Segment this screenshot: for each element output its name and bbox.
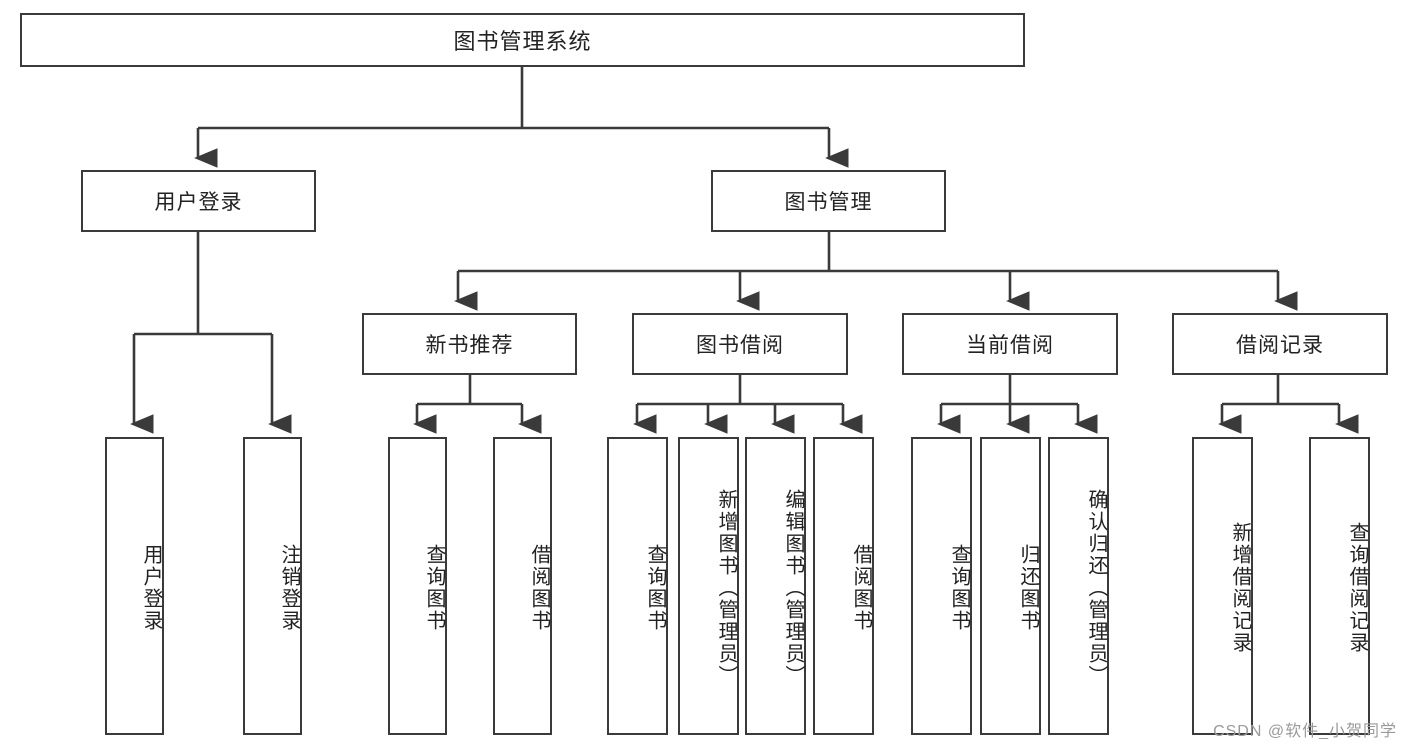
- node-book-management[interactable]: 图书管理: [711, 170, 946, 232]
- node-label: 图书借阅: [696, 334, 784, 357]
- watermark: CSDN @软件_小贺同学: [1213, 723, 1397, 740]
- node-label: 查询图书: [423, 544, 445, 632]
- node-label: 新书推荐: [425, 334, 514, 357]
- leaf-user-login-login[interactable]: 用户登录: [105, 437, 164, 735]
- leaf-current-confirm-return-admin[interactable]: 确认归还（管理员）: [1048, 437, 1109, 735]
- node-borrow-record[interactable]: 借阅记录: [1172, 313, 1388, 375]
- node-label: 图书管理系统: [453, 29, 592, 54]
- leaf-borrow-add-book-admin[interactable]: 新增图书（管理员）: [678, 437, 739, 735]
- node-new-book-recommend[interactable]: 新书推荐: [362, 313, 577, 375]
- node-label: 注销登录: [278, 544, 300, 632]
- node-book-borrow[interactable]: 图书借阅: [632, 313, 848, 375]
- leaf-recommend-query-book[interactable]: 查询图书: [388, 437, 447, 735]
- node-current-borrow[interactable]: 当前借阅: [902, 313, 1118, 375]
- node-label: 借阅图书: [528, 544, 550, 632]
- node-label: 编辑图书（管理员）: [782, 489, 804, 687]
- node-label: 用户登录: [140, 544, 162, 632]
- node-label: 新增图书（管理员）: [715, 489, 737, 687]
- leaf-current-query-book[interactable]: 查询图书: [911, 437, 972, 735]
- node-label: 归还图书: [1017, 544, 1039, 632]
- node-label: 新增借阅记录: [1229, 522, 1251, 654]
- leaf-current-return-book[interactable]: 归还图书: [980, 437, 1041, 735]
- leaf-user-login-logout[interactable]: 注销登录: [243, 437, 302, 735]
- node-label: 借阅记录: [1236, 334, 1324, 357]
- node-user-login[interactable]: 用户登录: [81, 170, 316, 232]
- node-label: 图书管理: [784, 191, 873, 214]
- leaf-record-query-record[interactable]: 查询借阅记录: [1309, 437, 1370, 735]
- leaf-recommend-borrow-book[interactable]: 借阅图书: [493, 437, 552, 735]
- node-label: 借阅图书: [850, 544, 872, 632]
- node-root-system[interactable]: 图书管理系统: [20, 13, 1025, 67]
- leaf-record-add-record[interactable]: 新增借阅记录: [1192, 437, 1253, 735]
- node-label: 当前借阅: [966, 334, 1054, 357]
- node-label: 用户登录: [154, 191, 243, 214]
- node-label: 查询图书: [948, 544, 970, 632]
- node-label: 查询借阅记录: [1346, 522, 1368, 654]
- leaf-borrow-edit-book-admin[interactable]: 编辑图书（管理员）: [745, 437, 806, 735]
- leaf-borrow-query-book[interactable]: 查询图书: [607, 437, 668, 735]
- node-label: 查询图书: [644, 544, 666, 632]
- leaf-borrow-borrow-book[interactable]: 借阅图书: [813, 437, 874, 735]
- node-label: 确认归还（管理员）: [1085, 489, 1107, 687]
